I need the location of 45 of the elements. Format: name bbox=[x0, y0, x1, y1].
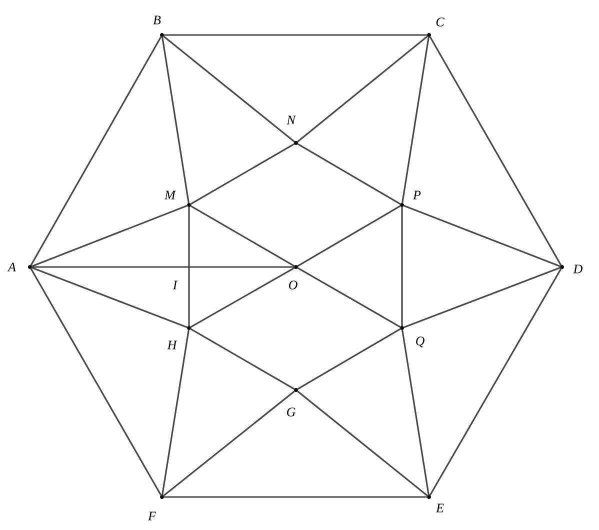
line-segment bbox=[429, 268, 562, 496]
line-segment bbox=[188, 206, 190, 268]
line-segment bbox=[31, 266, 190, 268]
line-segment bbox=[296, 36, 428, 142]
point-label: B bbox=[153, 16, 161, 24]
line-segment bbox=[402, 329, 430, 496]
line-segment bbox=[162, 36, 190, 204]
point-label: O bbox=[288, 280, 298, 290]
line-segment bbox=[403, 204, 561, 267]
line-segment bbox=[402, 36, 430, 204]
line-segment bbox=[401, 206, 403, 327]
point-label: F bbox=[148, 512, 156, 520]
line-segment bbox=[190, 328, 295, 390]
line-segment bbox=[162, 390, 296, 496]
point-label: N bbox=[286, 116, 296, 124]
line-segment bbox=[31, 266, 188, 328]
line-segment bbox=[297, 143, 401, 205]
point-label: M bbox=[164, 190, 176, 200]
point-label: G bbox=[287, 408, 296, 416]
line-segment bbox=[31, 205, 188, 267]
line-segment bbox=[163, 496, 428, 498]
point-label: Q bbox=[416, 336, 424, 348]
line-segment bbox=[30, 36, 162, 266]
line-segment bbox=[297, 205, 401, 267]
point-label: P bbox=[412, 190, 421, 200]
line-segment bbox=[297, 328, 401, 390]
line-segment bbox=[190, 267, 295, 328]
point-label: E bbox=[436, 504, 444, 512]
point-label: I bbox=[172, 280, 178, 290]
line-segment bbox=[30, 268, 162, 496]
line-segment bbox=[188, 266, 190, 327]
line-segment bbox=[162, 36, 296, 142]
line-segment bbox=[163, 34, 428, 36]
line-segment bbox=[190, 205, 295, 267]
line-segment bbox=[190, 143, 295, 205]
line-segment bbox=[162, 329, 190, 496]
point-label: D bbox=[573, 264, 582, 274]
point-label: C bbox=[436, 18, 444, 26]
line-segment bbox=[188, 266, 295, 268]
line-segment bbox=[296, 390, 428, 496]
line-segment bbox=[429, 36, 562, 266]
point-label: A bbox=[7, 262, 16, 272]
line-segment bbox=[403, 266, 561, 328]
point-label: H bbox=[167, 340, 178, 350]
line-segment bbox=[297, 267, 401, 328]
